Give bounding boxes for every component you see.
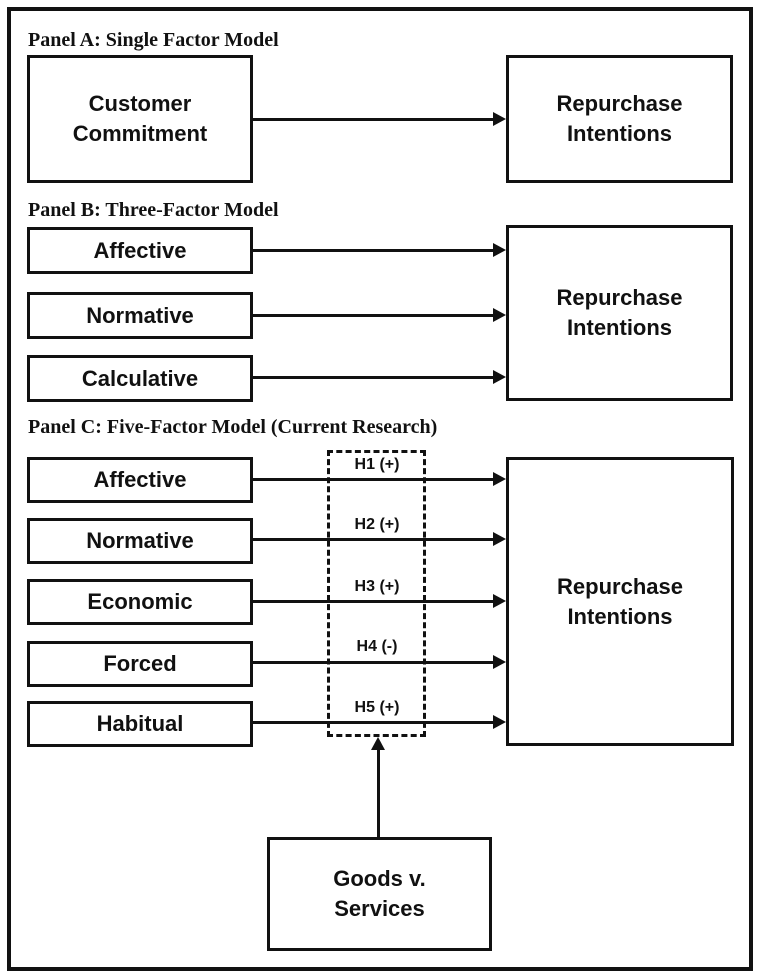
figure-border <box>7 7 753 971</box>
panel-a-factor-box-customer-commitment: Customer Commitment <box>27 55 253 183</box>
panel-c-arrow-h1 <box>253 472 506 486</box>
panel-c-title: Panel C: Five-Factor Model (Current Rese… <box>28 416 438 438</box>
box-label-line: Habitual <box>96 711 184 736</box>
panel-b-factor-box-calculative: Calculative <box>27 355 253 402</box>
hypothesis-label-h3: H3 (+) <box>354 578 400 595</box>
box-label-line: Normative <box>86 302 194 328</box>
box-label-line: Customer <box>88 91 192 116</box>
panel-c-arrow-h5 <box>253 715 506 729</box>
panel-a-outcome-box-repurchase-intentions: Repurchase Intentions <box>506 55 733 183</box>
panel-c-factor-box-affective: Affective <box>27 457 253 503</box>
box-label-line: Intentions <box>567 603 673 629</box>
box-label-line: Commitment <box>72 121 208 146</box>
hypothesis-label-h1: H1 (+) <box>354 456 400 473</box>
panel-c-arrow-h3 <box>253 594 506 608</box>
box-label-line: Calculative <box>81 365 199 391</box>
hypothesis-label-h5: H5 (+) <box>354 699 400 716</box>
panel-c-factor-box-forced: Forced <box>27 641 253 687</box>
panel-a-arrow <box>253 112 506 126</box>
panel-b-outcome-box-repurchase-intentions: Repurchase Intentions <box>506 225 733 401</box>
panel-c-arrow-h4 <box>253 655 506 669</box>
panel-b-factor-box-affective: Affective <box>27 227 253 274</box>
box-label-line: Normative <box>86 528 194 553</box>
box-label-line: Repurchase <box>556 91 683 116</box>
panel-b-arrow-calculative <box>253 370 506 384</box>
panel-c-outcome-box-repurchase-intentions: Repurchase Intentions <box>506 457 734 746</box>
box-label-line: Repurchase <box>557 573 683 599</box>
box-label-line: Intentions <box>566 121 673 146</box>
moderator-arrow <box>371 737 385 837</box>
box-label-line: Repurchase <box>556 285 683 310</box>
box-label-line: Services <box>334 896 425 921</box>
box-label-line: Intentions <box>566 315 673 340</box>
moderation-dashed-region <box>327 450 426 737</box>
panel-c-factor-box-habitual: Habitual <box>27 701 253 747</box>
box-label-line: Goods v. <box>333 866 426 891</box>
panel-b-arrow-affective <box>253 243 506 257</box>
box-label-line: Forced <box>103 651 177 676</box>
panel-c-factor-box-normative: Normative <box>27 518 253 564</box>
panel-c-factor-box-economic: Economic <box>27 579 253 625</box>
hypothesis-label-h2: H2 (+) <box>354 516 400 533</box>
box-label-line: Affective <box>93 467 187 492</box>
panel-a-title: Panel A: Single Factor Model <box>28 29 279 51</box>
box-label-line: Affective <box>93 237 187 263</box>
panel-c-arrow-h2 <box>253 532 506 546</box>
panel-b-arrow-normative <box>253 308 506 322</box>
panel-b-factor-box-normative: Normative <box>27 292 253 339</box>
moderator-box-goods-v-services: Goods v. Services <box>267 837 492 951</box>
hypothesis-label-h4: H4 (-) <box>356 638 398 655</box>
box-label-line: Economic <box>87 589 193 614</box>
panel-b-title: Panel B: Three-Factor Model <box>28 199 279 221</box>
